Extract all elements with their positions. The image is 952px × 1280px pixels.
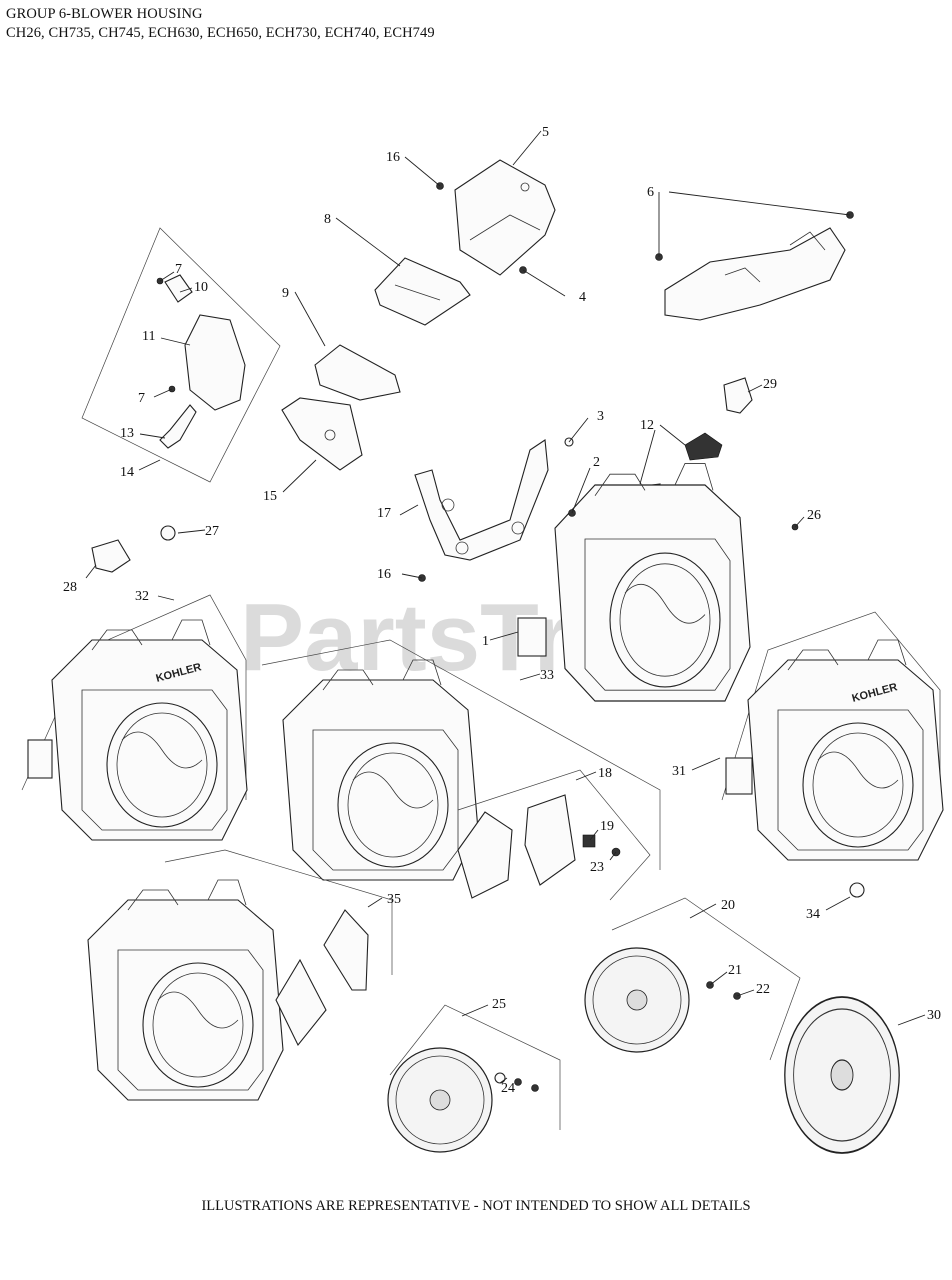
- part-35-plate-b: [275, 958, 327, 1047]
- callout-10: 10: [194, 280, 208, 295]
- part-28-grommet: [91, 539, 131, 573]
- callout-18: 18: [598, 766, 612, 781]
- callout-7: 7: [138, 391, 145, 406]
- part-31-decal: [725, 757, 753, 795]
- callout-20: 20: [721, 898, 735, 913]
- model-list: CH26, CH735, CH745, ECH630, ECH650, ECH7…: [6, 25, 435, 41]
- part-20-fan-grille: [584, 947, 690, 1053]
- callout-14: 14: [120, 465, 134, 480]
- part-32-housing: KOHLER: [51, 619, 248, 841]
- part-24-screw-b: [531, 1084, 539, 1092]
- part-20-frame: [611, 897, 801, 1061]
- callout-29: 29: [763, 377, 777, 392]
- part-35-housing: [87, 879, 284, 1101]
- callout-22: 22: [756, 982, 770, 997]
- part-25-fan-grille: [387, 1047, 493, 1153]
- part-18-frame: [457, 769, 651, 901]
- part-12-cap: [684, 432, 723, 461]
- callout-34: 34: [806, 907, 820, 922]
- callout-21: 21: [728, 963, 742, 978]
- part-25-frame: [389, 1004, 561, 1130]
- callout-6: 6: [647, 185, 654, 200]
- callout-25: 25: [492, 997, 506, 1012]
- callout-26: 26: [807, 508, 821, 523]
- part-6-shroud: [664, 227, 846, 321]
- callout-30: 30: [927, 1008, 941, 1023]
- callout-13: 13: [120, 426, 134, 441]
- callout-11: 11: [142, 329, 155, 344]
- part-1-decal: [517, 617, 547, 657]
- part-30-cover: [783, 996, 901, 1154]
- leader-lines: [85, 130, 926, 1084]
- callout-5: 5: [542, 125, 549, 140]
- part-8-bracket: [374, 257, 471, 326]
- part-18-plate-a: [457, 811, 513, 899]
- callout-23: 23: [590, 860, 604, 875]
- callout-2: 2: [593, 455, 600, 470]
- part-5-bracket: [454, 159, 556, 276]
- callout-19: 19: [600, 819, 614, 834]
- part-32-decal: [27, 739, 53, 779]
- part-35-plate-a: [323, 909, 369, 991]
- callout-32: 32: [135, 589, 149, 604]
- page-title: GROUP 6-BLOWER HOUSING: [6, 6, 203, 22]
- part-31-housing: KOHLER: [747, 639, 944, 861]
- part-14-group: [81, 227, 281, 483]
- callout-27: 27: [205, 524, 219, 539]
- part-9-baffle: [314, 344, 401, 401]
- callout-33: 33: [540, 668, 554, 683]
- part-24-screw-a: [514, 1078, 522, 1086]
- part-29: [723, 377, 753, 414]
- part-34-plug: [849, 882, 865, 898]
- callout-24: 24: [501, 1081, 515, 1096]
- callout-1: 1: [482, 634, 489, 649]
- callout-8: 8: [324, 212, 331, 227]
- part-33-frame: [261, 639, 661, 870]
- part-17-bracket: [414, 439, 549, 561]
- footer-disclaimer: ILLUSTRATIONS ARE REPRESENTATIVE - NOT I…: [201, 1198, 751, 1214]
- part-15-baffle: [281, 397, 363, 471]
- callout-12: 12: [640, 418, 654, 433]
- callout-16: 16: [386, 150, 400, 165]
- callout-9: 9: [282, 286, 289, 301]
- part-35-frame: [164, 849, 393, 975]
- callout-15: 15: [263, 489, 277, 504]
- callout-35: 35: [387, 892, 401, 907]
- part-19-clip: [582, 834, 596, 848]
- callout-31: 31: [672, 764, 686, 779]
- callout-28: 28: [63, 580, 77, 595]
- part-1-housing: [554, 462, 751, 702]
- part-33-housing: [282, 659, 479, 881]
- callout-16: 16: [377, 567, 391, 582]
- part-27-washer: [160, 525, 176, 541]
- callout-7: 7: [175, 262, 182, 277]
- callout-17: 17: [377, 506, 391, 521]
- part-18-plate-b: [524, 794, 576, 886]
- callout-3: 3: [597, 409, 604, 424]
- callout-4: 4: [579, 290, 586, 305]
